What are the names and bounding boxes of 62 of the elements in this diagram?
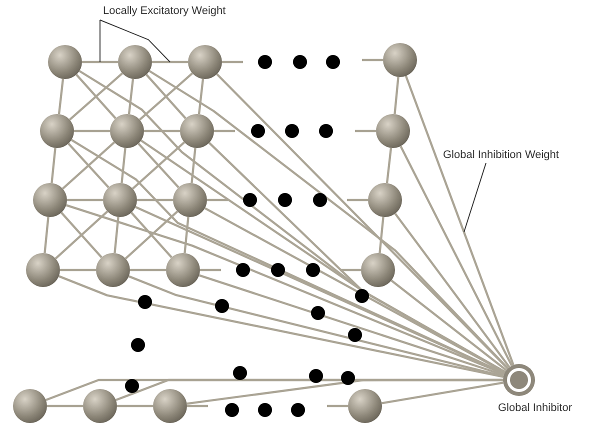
- leader-line: [464, 162, 486, 232]
- connection-line: [148, 70, 509, 370]
- connection-line: [184, 216, 190, 254]
- connection-line: [44, 216, 50, 254]
- connection-line: [120, 148, 126, 184]
- connection-line: [347, 198, 368, 202]
- connection-line: [378, 216, 384, 254]
- connection-line: [67, 198, 103, 202]
- connection-line: [382, 382, 504, 404]
- connection-line: [117, 404, 153, 408]
- connection-line: [68, 72, 124, 121]
- connection-line: [207, 198, 228, 202]
- connection-line: [130, 268, 166, 272]
- connection-line: [50, 148, 56, 184]
- connection-line: [128, 78, 134, 114]
- connection-line: [54, 210, 108, 260]
- connection-line: [58, 275, 504, 378]
- connection-line: [190, 148, 196, 184]
- connection-line: [58, 78, 64, 114]
- connection-line: [404, 76, 514, 366]
- connection-line: [198, 274, 504, 376]
- connection-line: [198, 78, 204, 114]
- connection-line: [130, 212, 172, 258]
- connection-line: [186, 378, 503, 405]
- callout-text: Locally Excitatory Weight: [103, 2, 226, 20]
- connection-line: [222, 60, 243, 64]
- node-caption: Global Inhibitor: [498, 401, 572, 416]
- connection-line: [60, 268, 96, 272]
- callout-text: Global Inhibition Weight: [443, 146, 559, 164]
- connection-line: [144, 130, 180, 132]
- connection-line: [62, 141, 116, 190]
- connection-line: [208, 142, 506, 374]
- connection-line: [187, 404, 208, 408]
- connection-line: [138, 142, 180, 188]
- connection-line: [135, 206, 505, 374]
- connection-line: [216, 73, 509, 370]
- connection-line: [47, 404, 83, 408]
- connection-line: [152, 60, 188, 64]
- connection-line: [138, 72, 194, 121]
- leader-line: [100, 20, 170, 62]
- connection-line: [128, 275, 504, 378]
- connection-line: [76, 74, 116, 120]
- connection-line: [137, 198, 173, 202]
- connection-line: [82, 60, 118, 64]
- connection-line: [386, 148, 392, 184]
- connection-line: [394, 212, 510, 368]
- connection-line: [355, 130, 376, 132]
- connection-line: [362, 58, 383, 62]
- connection-line: [327, 404, 348, 408]
- connection-line: [390, 280, 508, 372]
- connection-line: [400, 146, 513, 366]
- connection-line: [394, 76, 400, 114]
- connection-line: [74, 130, 110, 132]
- connection-line: [124, 210, 178, 260]
- connection-line: [68, 142, 110, 188]
- connection-line: [132, 141, 186, 190]
- connection-line: [114, 216, 120, 254]
- connection-line: [60, 212, 102, 258]
- connection-line: [214, 130, 235, 132]
- connection-line: [340, 268, 361, 272]
- connection-line: [146, 74, 186, 120]
- connection-line: [200, 268, 221, 272]
